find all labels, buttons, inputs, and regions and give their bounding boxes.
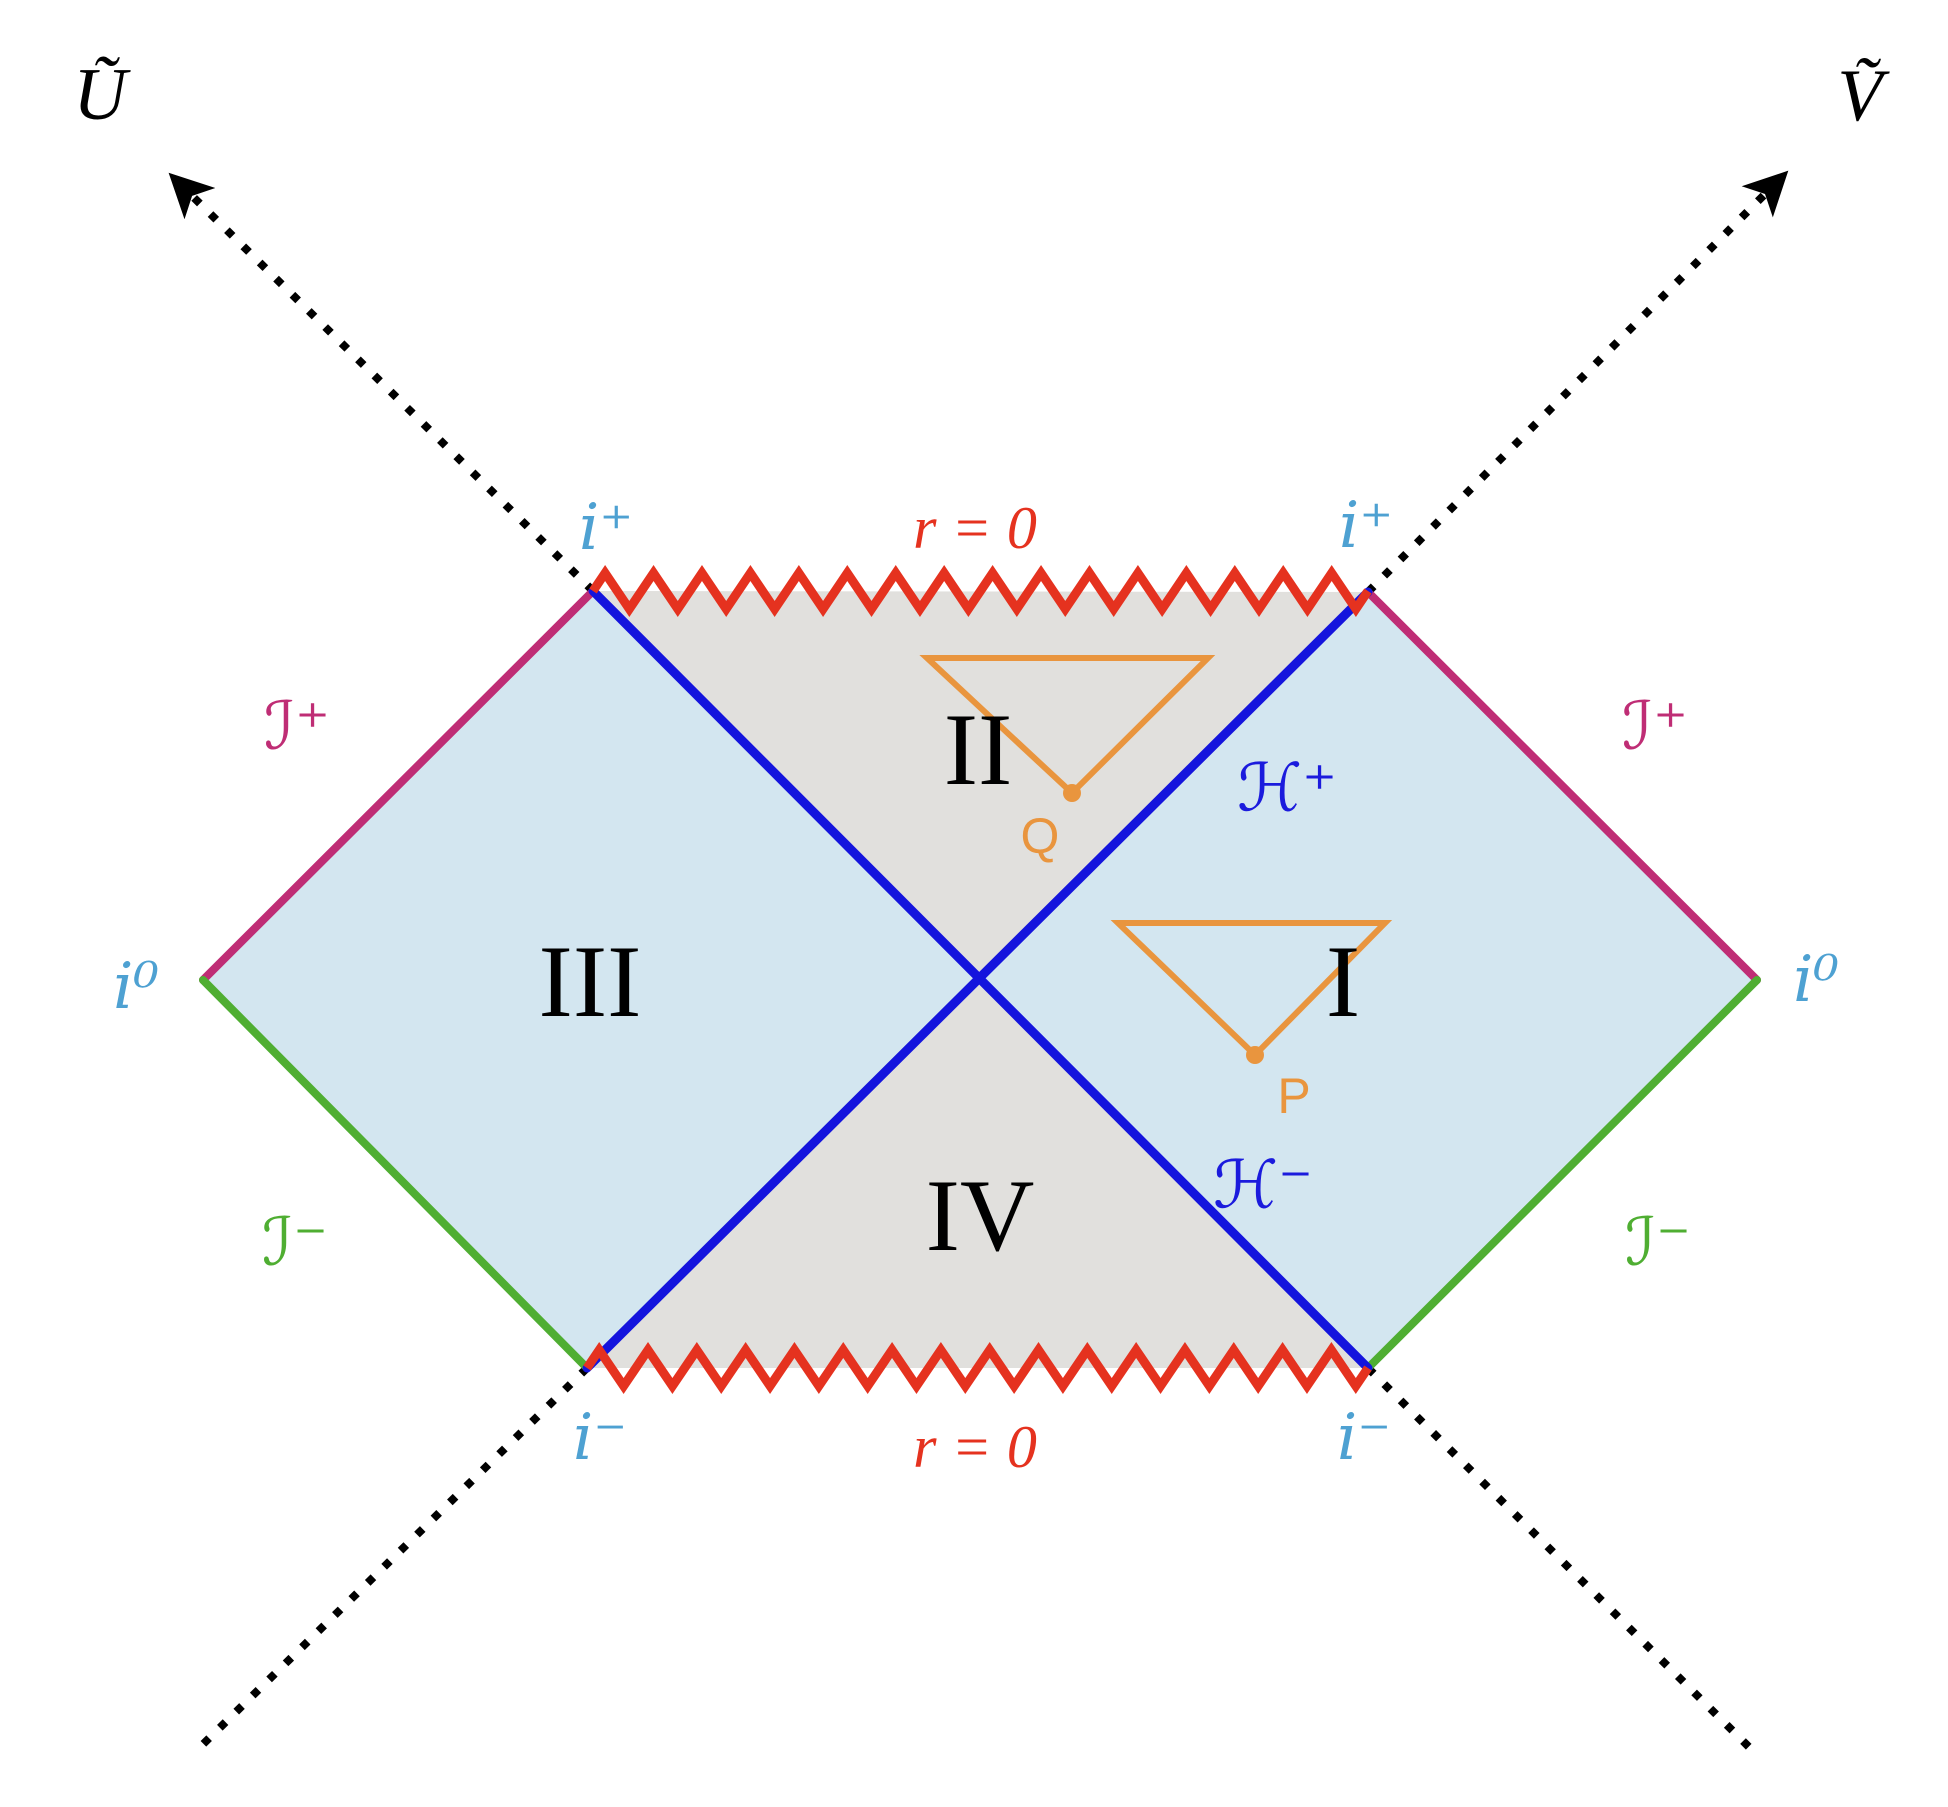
- q-lightcone: [919, 655, 1216, 798]
- i-plus-label-right: i⁺: [1339, 489, 1393, 563]
- i-zero-label-left: i⁰: [113, 950, 159, 1024]
- i-zero-label-right: i⁰: [1793, 943, 1839, 1017]
- v-axis-dotted-line-lower: [190, 1365, 590, 1757]
- p-point-dot: [1246, 1046, 1264, 1064]
- point-q-label: Q: [1021, 808, 1060, 864]
- u-axis-dotted-line-lower: [1365, 1365, 1759, 1757]
- scri-minus-line-right: [1364, 976, 1761, 1372]
- past-horizon-label: ℋ⁻: [1213, 1147, 1313, 1224]
- i-plus-label-left: i⁺: [579, 491, 633, 565]
- u-axis-dotted-line-upper: [168, 172, 596, 594]
- region-IV-interior-fill: [587, 980, 1368, 1368]
- singularity-zigzag-bottom: [583, 1341, 1372, 1395]
- point-p-label: P: [1277, 1068, 1310, 1124]
- scri-minus-label-left: ℐ⁻: [262, 1204, 328, 1281]
- region-III-label: III: [539, 925, 642, 1039]
- v-axis-dotted-line-upper: [1365, 170, 1789, 595]
- region-IV-label: IV: [926, 1159, 1035, 1273]
- region-I-label: I: [1326, 925, 1360, 1039]
- horizon-line-downleft-upright: [582, 587, 1373, 1373]
- singularity-label-bottom: r = 0: [913, 1414, 1037, 1480]
- i-minus-label-right: i⁻: [1337, 1401, 1391, 1475]
- scri-minus-label-right: ℐ⁻: [1625, 1204, 1691, 1281]
- scri-plus-label-right: ℐ⁺: [1622, 688, 1688, 765]
- u-axis-label: Ũ: [73, 54, 131, 136]
- scri-plus-line-left: [199, 587, 597, 984]
- singularity-label-top: r = 0: [913, 495, 1037, 561]
- p-lightcone: [1110, 920, 1393, 1060]
- v-axis-label: Ṽ: [1837, 55, 1890, 137]
- i-minus-label-left: i⁻: [573, 1401, 627, 1475]
- scri-plus-label-left: ℐ⁺: [264, 688, 330, 765]
- future-horizon-label: ℋ⁺: [1237, 750, 1337, 827]
- q-point-dot: [1063, 784, 1081, 802]
- scri-plus-line-right: [1364, 588, 1761, 984]
- scri-minus-line-left: [199, 976, 591, 1372]
- singularity-zigzag-top: [589, 564, 1372, 618]
- region-II-label: II: [944, 693, 1013, 807]
